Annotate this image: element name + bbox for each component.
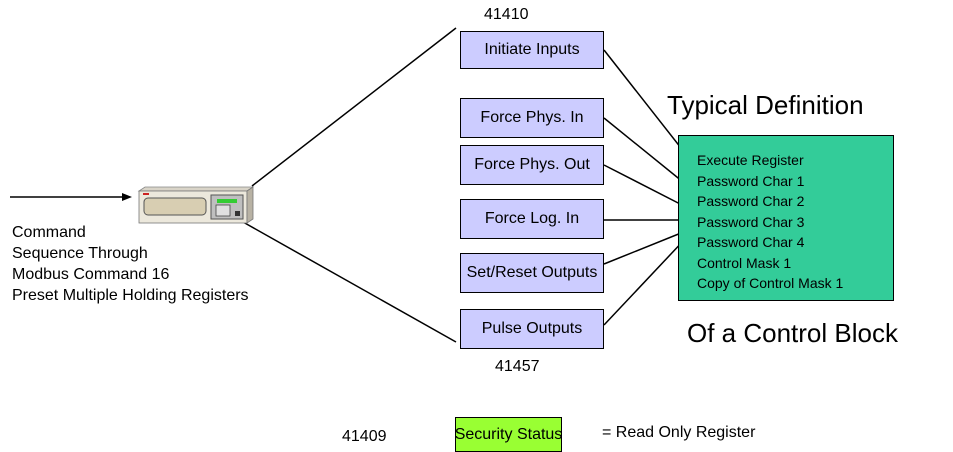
security-status-legend-box: Security Status: [455, 417, 562, 452]
device-bottom-line: [242, 221, 457, 343]
control-block-field: Password Char 1: [697, 172, 805, 189]
register-block-force-phys-out: Force Phys. Out: [460, 145, 604, 185]
control-block-field: Password Char 4: [697, 234, 805, 250]
read-only-legend-text: = Read Only Register: [602, 424, 756, 441]
register-block-initiate-inputs: Initiate Inputs: [460, 31, 604, 69]
command-text-line: Sequence Through: [12, 245, 148, 262]
register-block-force-phys-in: Force Phys. In: [460, 98, 604, 138]
control-block-field: Control Mask 1: [697, 254, 792, 271]
control-block-field: Copy of Control Mask 1: [697, 275, 844, 291]
link-force-phys-in: [603, 117, 689, 187]
control-block-field: Password Char 3: [697, 213, 805, 230]
link-force-phys-out: [603, 164, 687, 208]
control-block-caption: Of a Control Block: [687, 318, 898, 348]
device-top-line: [251, 27, 457, 187]
command-arrow-head: [122, 193, 132, 201]
register-start-label: 41410: [484, 6, 529, 23]
control-block-definition: Execute Register Password Char 1 Passwor…: [678, 135, 894, 301]
register-block-force-log-in: Force Log. In: [460, 199, 604, 239]
register-block-pulse-outputs: Pulse Outputs: [460, 309, 604, 349]
command-text-line: Modbus Command 16: [12, 266, 170, 283]
register-end-label: 41457: [495, 358, 540, 375]
command-text-line: Command: [12, 224, 86, 241]
link-pulse-outputs: [603, 237, 687, 326]
control-block-field: Execute Register: [697, 152, 804, 168]
status-register-label: 41409: [342, 428, 387, 445]
control-block-field: Password Char 2: [697, 193, 805, 209]
register-block-set-reset-outputs: Set/Reset Outputs: [460, 253, 604, 293]
link-set-reset-outputs: [603, 230, 687, 265]
command-text-line: Preset Multiple Holding Registers: [12, 287, 249, 304]
command-description: Command Sequence Through Modbus Command …: [12, 222, 249, 306]
typical-definition-title: Typical Definition: [667, 90, 864, 120]
link-initiate-inputs: [603, 49, 693, 163]
controller-device-icon: [137, 186, 255, 224]
